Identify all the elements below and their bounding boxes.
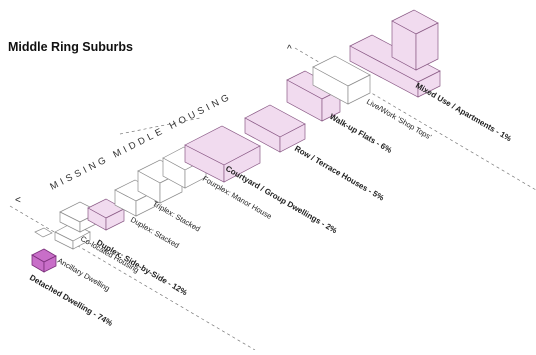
label-live-work: Live/Work 'Shop Tops' [365,97,434,142]
label-triplex: Triplex: Stacked [151,199,202,234]
upper-dashed-guide [294,47,536,191]
label-co-located-housing: Co-located Housing [79,234,141,275]
courtyard-building [184,125,261,183]
row-terrace-building [244,104,306,153]
banner-guide [119,117,201,135]
diagram-title: Middle Ring Suburbs [8,40,133,54]
label-row-terrace: Row / Terrace Houses - 5% [293,144,386,203]
label-fourplex: Fourplex: Manor House [201,174,273,221]
lower-dashed-guide [9,205,256,351]
left-marker: < [15,195,21,206]
live-work-building [312,55,371,105]
label-ancillary-dwelling: Ancillary Dwelling [56,256,111,293]
detached-dwelling-building [31,248,57,273]
label-walk-up-flats: Walk-up Flats - 6% [328,112,393,155]
label-duplex-stacked: Duplex: Stacked [129,215,181,250]
right-marker: ^ [287,44,292,55]
duplex-side-by-side-building [87,198,125,231]
ancillary-dwelling-building [34,222,91,250]
mixed-use-building [349,9,441,98]
